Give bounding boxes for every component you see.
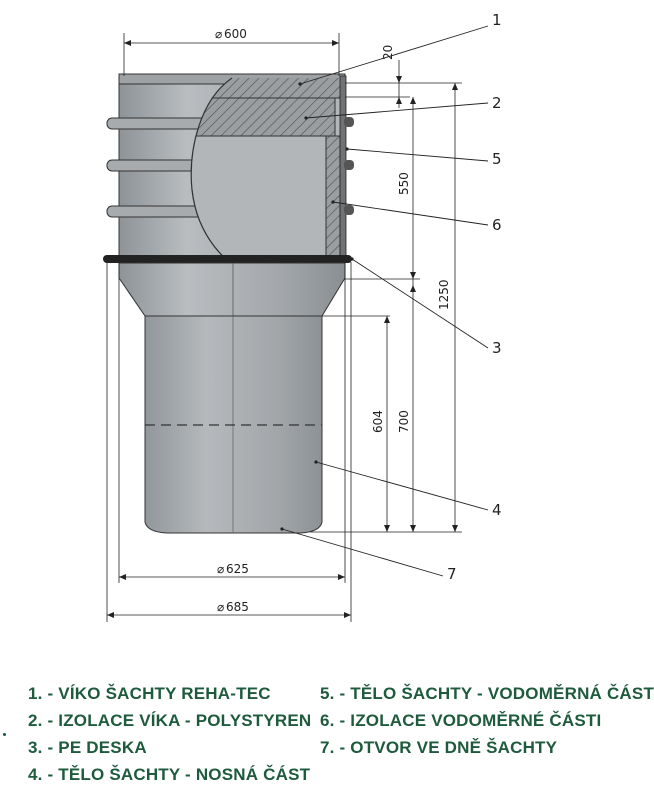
cone-transition bbox=[118, 262, 346, 317]
callout-6: 6 bbox=[492, 216, 502, 234]
legend-column-right: 5. - TĚLO ŠACHTY - VODOMĚRNÁ ČÁST 6. - I… bbox=[320, 680, 654, 761]
dim-1250: 1250 bbox=[437, 279, 451, 310]
legend-item-1: 1. - VÍKO ŠACHTY REHA-TEC bbox=[28, 684, 271, 703]
diagram-canvas: ⌀ 600 ⌀ 625 ⌀ 685 20 550 1250 604 700 bbox=[0, 11, 654, 800]
callout-7: 7 bbox=[447, 565, 457, 583]
legend-item-6: 6. - IZOLACE VODOMĚRNÉ ČÁSTI bbox=[320, 711, 602, 730]
dim-625-symbol: ⌀ bbox=[217, 562, 224, 576]
dim-625: 625 bbox=[226, 562, 249, 576]
legend-column-left: 1. - VÍKO ŠACHTY REHA-TEC 2. - IZOLACE V… bbox=[28, 680, 311, 788]
callout-1: 1 bbox=[492, 11, 502, 29]
callout-2: 2 bbox=[492, 94, 502, 112]
dim-604: 604 bbox=[371, 410, 385, 433]
callout-leader-dots bbox=[280, 82, 354, 531]
dimension-lines bbox=[106, 33, 462, 622]
legend-item-5: 5. - TĚLO ŠACHTY - VODOMĚRNÁ ČÁST bbox=[320, 684, 654, 703]
lower-body bbox=[144, 315, 323, 534]
callout-leaders bbox=[281, 25, 489, 577]
callout-3: 3 bbox=[492, 339, 502, 357]
dim-20: 20 bbox=[381, 45, 395, 60]
stray-dot bbox=[3, 733, 6, 736]
dim-685: 685 bbox=[226, 600, 249, 614]
callout-5: 5 bbox=[492, 150, 502, 168]
dim-600-symbol: ⌀ bbox=[215, 27, 222, 41]
legend-item-2: 2. - IZOLACE VÍKA - POLYSTYREN bbox=[28, 711, 312, 730]
dimension-arrows bbox=[107, 40, 458, 618]
legend-item-7: 7. - OTVOR VE DNĚ ŠACHTY bbox=[320, 738, 558, 757]
dim-600: 600 bbox=[224, 27, 247, 41]
dim-550: 550 bbox=[397, 172, 411, 195]
dim-700: 700 bbox=[397, 410, 411, 433]
legend: 1. - VÍKO ŠACHTY REHA-TEC 2. - IZOLACE V… bbox=[0, 680, 654, 800]
pe-plate bbox=[103, 255, 352, 263]
legend-item-4: 4. - TĚLO ŠACHTY - NOSNÁ ČÁST bbox=[28, 765, 311, 784]
callout-4: 4 bbox=[492, 501, 502, 519]
legend-item-3: 3. - PE DESKA bbox=[28, 738, 147, 757]
meter-shaft-drawing: ⌀ 600 ⌀ 625 ⌀ 685 20 550 1250 604 700 bbox=[103, 11, 502, 622]
wall-studs bbox=[339, 75, 354, 257]
dim-685-symbol: ⌀ bbox=[217, 600, 224, 614]
cutaway-section bbox=[191, 78, 345, 280]
